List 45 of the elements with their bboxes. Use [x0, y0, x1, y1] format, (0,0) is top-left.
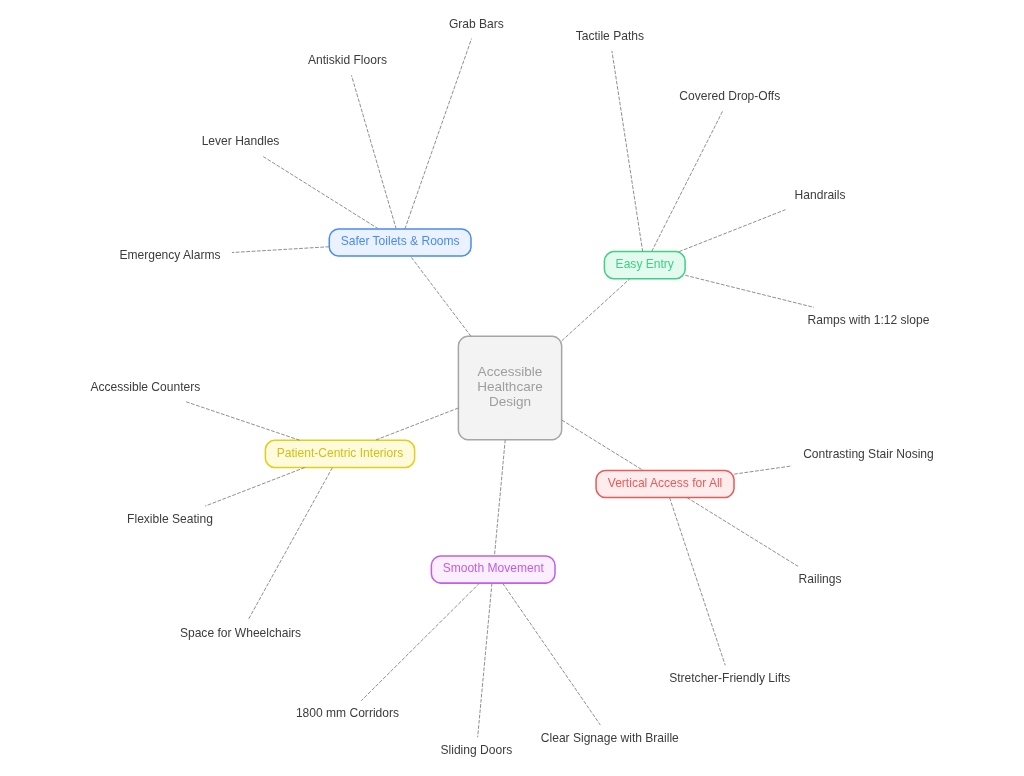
connector — [678, 209, 786, 253]
connector — [247, 467, 333, 621]
node-text: Clear Signage with Braille — [540, 730, 679, 745]
connector — [409, 255, 472, 337]
node-box: Accessible Healthcare Design — [457, 335, 563, 441]
node-text: 1800 mm Corridors — [295, 706, 400, 721]
connector — [733, 465, 793, 475]
connector — [231, 246, 330, 254]
connector — [561, 419, 644, 471]
node-text: Space for Wheelchairs — [179, 625, 302, 640]
node-box: Patient-Centric Interiors — [264, 439, 416, 469]
node-text: Ramps with 1:12 slope — [807, 312, 930, 327]
connector — [493, 439, 506, 557]
connector — [502, 582, 601, 726]
node-text: Railings — [798, 571, 842, 586]
connector — [374, 407, 459, 441]
node-text: Stretcher-Friendly Lifts — [669, 670, 791, 685]
connector — [404, 38, 473, 230]
connector — [477, 582, 493, 738]
connector — [185, 401, 301, 441]
node-text: Sliding Doors — [440, 742, 513, 757]
node-text: Lever Handles — [201, 134, 280, 149]
node-text: Contrasting Stair Nosing — [803, 446, 934, 461]
connector — [261, 155, 379, 230]
node-text: Emergency Alarms — [119, 248, 221, 263]
connector — [204, 467, 306, 507]
node-box: Vertical Access for All — [595, 469, 735, 499]
node-text: Tactile Paths — [575, 29, 644, 44]
node-box: Safer Toilets & Rooms — [328, 228, 472, 257]
node-text: Covered Drop-Offs — [679, 88, 781, 103]
connector — [669, 497, 726, 666]
node-text: Flexible Seating — [127, 511, 213, 526]
node-box: Easy Entry — [603, 250, 686, 280]
connector — [611, 50, 644, 253]
connector — [651, 110, 724, 252]
connector — [351, 74, 397, 230]
connector — [360, 582, 480, 702]
connector — [561, 278, 631, 342]
node-box: Smooth Movement — [430, 555, 556, 584]
connector — [686, 497, 799, 567]
node-text: Antiskid Floors — [307, 53, 387, 68]
connector — [684, 274, 815, 308]
node-text: Handrails — [794, 187, 846, 202]
node-text: Grab Bars — [448, 16, 504, 31]
node-text: Accessible Counters — [90, 379, 201, 394]
